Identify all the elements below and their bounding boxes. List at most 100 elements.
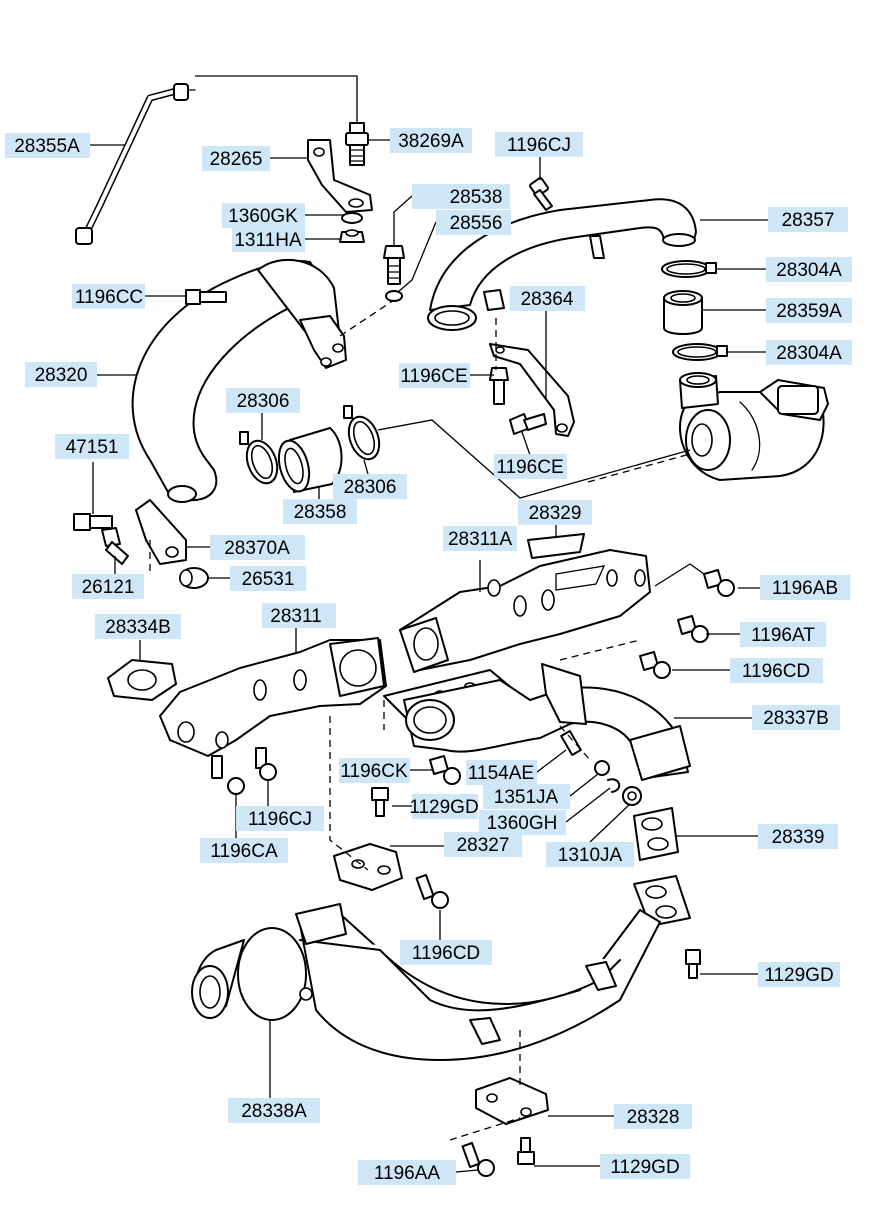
- gasket-28334b: [107, 659, 177, 701]
- bracket-28364: [489, 343, 575, 437]
- label-1196CJ-bot: 1196CJ: [236, 806, 324, 831]
- svg-text:28329: 28329: [529, 503, 582, 524]
- banjo-bolt: [345, 122, 369, 166]
- stud-47151: [73, 513, 113, 531]
- hose-28358: [277, 427, 343, 493]
- svg-text:28328: 28328: [627, 1107, 680, 1128]
- bracket-28328: [475, 1077, 549, 1125]
- part-drawings: [73, 83, 829, 1177]
- svg-text:28337B: 28337B: [763, 708, 829, 729]
- callout-labels: 28355A 38269A 28265 1196CJ 28538 1360GK …: [5, 128, 852, 1185]
- svg-text:1196CE: 1196CE: [400, 366, 467, 387]
- collar-26531: [179, 567, 209, 589]
- svg-text:1196AA: 1196AA: [374, 1163, 441, 1184]
- label-1351JA: 1351JA: [483, 784, 570, 809]
- label-26531: 26531: [230, 566, 306, 591]
- hose-28359a: [663, 290, 703, 335]
- hose-clamp-bottom: [672, 343, 728, 361]
- label-28364: 28364: [510, 286, 585, 311]
- bolt-1129gd-c: [517, 1137, 535, 1165]
- svg-text:1129GD: 1129GD: [610, 1157, 679, 1178]
- svg-text:28338A: 28338A: [241, 1101, 307, 1122]
- bracket-28327: [333, 843, 403, 891]
- label-1154AE: 1154AE: [466, 760, 537, 785]
- label-1196CJ-top: 1196CJ: [495, 132, 583, 157]
- label-1196CK: 1196CK: [339, 758, 410, 783]
- svg-text:28334B: 28334B: [105, 617, 171, 638]
- svg-text:1196CE: 1196CE: [496, 457, 563, 478]
- stud-1154ae: [560, 729, 582, 757]
- label-28538: 28538: [412, 184, 510, 209]
- label-28327: 28327: [444, 832, 522, 857]
- label-28328: 28328: [614, 1104, 692, 1129]
- label-28556: 28556: [436, 210, 511, 235]
- bolt-1129gd-a: [371, 787, 389, 817]
- svg-text:28306: 28306: [344, 477, 397, 498]
- svg-text:1351JA: 1351JA: [494, 787, 559, 808]
- label-28306-a: 28306: [226, 388, 300, 413]
- bolt-1196cd-b: [415, 873, 449, 909]
- label-28306-b: 28306: [333, 474, 407, 499]
- label-28304A-top: 28304A: [766, 257, 852, 282]
- svg-text:28538: 28538: [450, 187, 503, 208]
- bolt-1129gd-b: [685, 949, 701, 979]
- label-1360GH: 1360GH: [479, 810, 566, 835]
- svg-text:28320: 28320: [35, 365, 88, 386]
- svg-text:1154AE: 1154AE: [468, 763, 534, 784]
- label-28359A: 28359A: [766, 298, 852, 323]
- label-1196AA: 1196AA: [358, 1160, 456, 1185]
- nut-1311ha: [339, 229, 365, 243]
- label-28339: 28339: [758, 824, 838, 849]
- svg-text:26121: 26121: [82, 577, 135, 598]
- oil-feed-pipe: [75, 83, 196, 245]
- label-28311: 28311: [262, 603, 336, 628]
- bracket-28265: [307, 139, 373, 213]
- svg-text:1196CA: 1196CA: [210, 841, 278, 862]
- svg-text:1129GD: 1129GD: [764, 965, 833, 986]
- gasket-28339: [633, 807, 679, 861]
- label-1311HA: 1311HA: [232, 227, 305, 252]
- label-26121: 26121: [72, 574, 144, 599]
- bolt-1196at: [677, 615, 709, 643]
- heat-shield-28329: [527, 533, 585, 559]
- label-47151: 47151: [55, 434, 129, 459]
- lock-washer-1360gh: [607, 778, 621, 793]
- hose-clamp-28306-b: [343, 405, 381, 461]
- label-28304A-bot: 28304A: [766, 340, 852, 365]
- label-28334B: 28334B: [95, 614, 181, 639]
- label-1360GK: 1360GK: [222, 203, 305, 228]
- svg-text:1196CC: 1196CC: [75, 287, 143, 308]
- label-1310JA: 1310JA: [546, 842, 634, 867]
- bolt-1196cj-bottom: [255, 747, 277, 781]
- svg-text:28311A: 28311A: [448, 529, 512, 550]
- svg-text:28556: 28556: [450, 213, 503, 234]
- label-28357: 28357: [768, 207, 848, 232]
- label-28355A: 28355A: [5, 133, 90, 158]
- label-28370A: 28370A: [210, 535, 305, 560]
- label-28358: 28358: [283, 499, 357, 524]
- svg-text:1360GK: 1360GK: [228, 206, 298, 227]
- svg-text:28358: 28358: [294, 502, 347, 523]
- svg-text:28364: 28364: [521, 289, 574, 310]
- svg-text:28304A: 28304A: [776, 260, 842, 281]
- label-28320: 28320: [25, 362, 97, 387]
- label-1196CC: 1196CC: [72, 284, 145, 309]
- front-pipe-28337b: [403, 663, 691, 781]
- svg-text:1196CJ: 1196CJ: [507, 135, 571, 156]
- label-1129GD-a: 1129GD: [409, 794, 479, 819]
- bolt-1196ck: [429, 755, 461, 785]
- intake-manifold-pipe-28320: [131, 258, 347, 503]
- muffler-pipe-28338a: [191, 903, 661, 1061]
- svg-text:28311: 28311: [270, 606, 321, 627]
- label-1129GD-c: 1129GD: [600, 1154, 690, 1179]
- label-1196AB: 1196AB: [760, 575, 850, 600]
- bolt-1196cc: [185, 289, 227, 305]
- svg-text:28357: 28357: [782, 210, 835, 231]
- svg-text:26531: 26531: [242, 569, 295, 590]
- exhaust-manifold-28311: [159, 637, 387, 757]
- washer-28556: [385, 290, 403, 302]
- label-28265: 28265: [202, 146, 270, 171]
- svg-text:1196CJ: 1196CJ: [248, 809, 312, 830]
- washer-1351ja: [594, 760, 610, 776]
